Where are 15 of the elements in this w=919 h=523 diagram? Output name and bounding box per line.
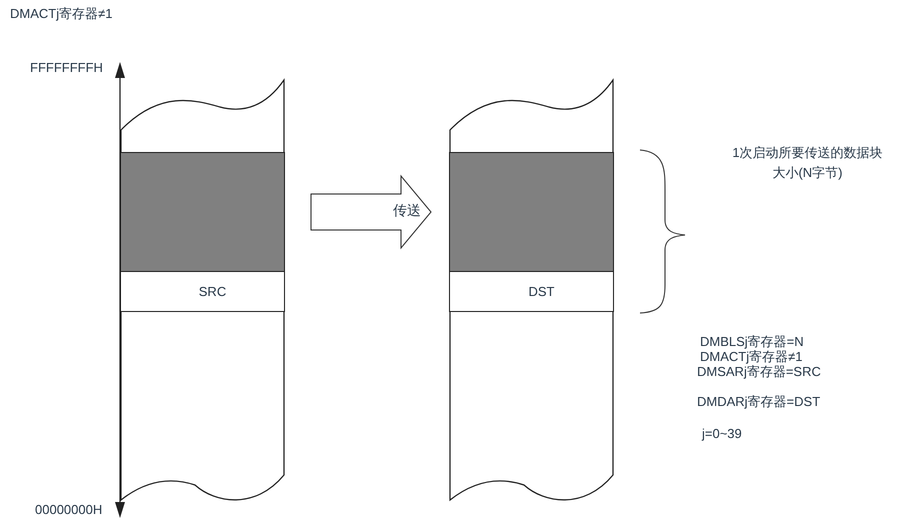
- register-note: DMBLSj寄存器=N: [700, 334, 804, 349]
- address-label: 00000000H: [35, 502, 102, 517]
- register-note: DMDARj寄存器=DST: [697, 394, 820, 409]
- register-note: DMSARj寄存器=SRC: [697, 364, 821, 379]
- heading-text: DMACTj寄存器≠1: [10, 6, 112, 21]
- memory-block: [449, 152, 614, 272]
- memory-band: SRC: [120, 272, 285, 312]
- edge-label: 传送: [393, 203, 421, 218]
- annotation-text: 1次启动所要传送的数据块大小(N字节): [731, 144, 884, 182]
- register-note: j=0~39: [702, 426, 742, 441]
- register-note: DMACTj寄存器≠1: [700, 349, 802, 364]
- address-label: FFFFFFFFH: [30, 60, 103, 75]
- memory-block: [120, 152, 285, 272]
- block-arrow: [310, 174, 432, 250]
- memory-band: DST: [449, 272, 614, 312]
